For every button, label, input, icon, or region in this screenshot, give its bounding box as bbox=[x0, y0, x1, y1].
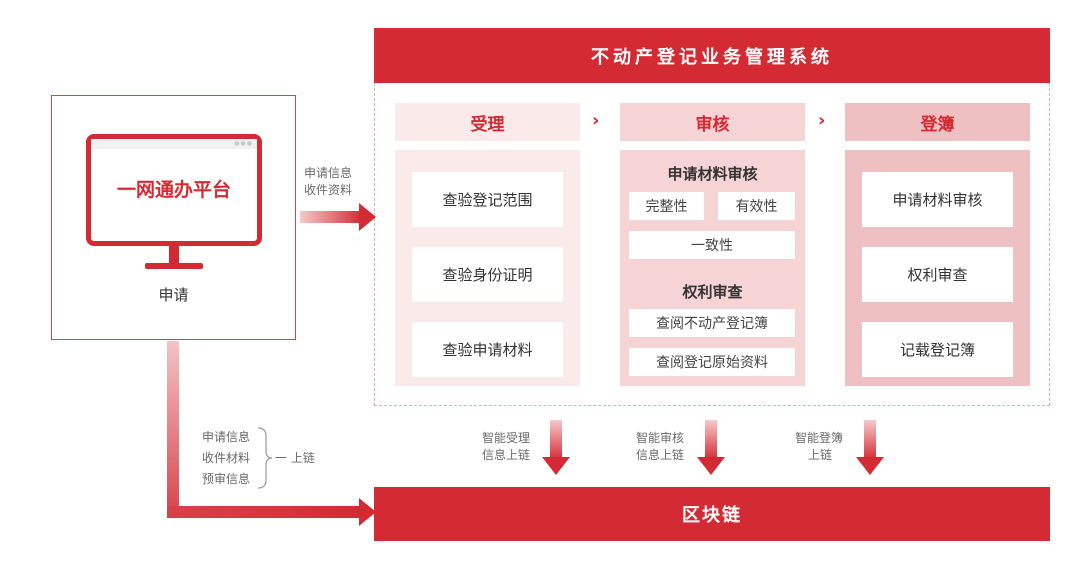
uplink-label: 智能登簿 bbox=[795, 431, 844, 445]
platform-to-system-arrow bbox=[300, 203, 376, 231]
column-head-review: 审核 bbox=[620, 103, 805, 141]
review-tag: 完整性 bbox=[629, 192, 704, 220]
uplink-label: 上链 bbox=[808, 448, 833, 462]
review-item: 查阅登记原始资料 bbox=[629, 348, 795, 376]
platform-to-blockchain-arrow bbox=[167, 341, 376, 526]
record-item: 申请材料审核 bbox=[862, 172, 1013, 227]
chain-input: 申请信息 bbox=[202, 430, 251, 444]
blockchain-bar: 区块链 bbox=[374, 487, 1050, 541]
uplink-label: 信息上链 bbox=[482, 448, 531, 462]
accept-item: 查验身份证明 bbox=[412, 247, 563, 302]
chain-input: 收件材料 bbox=[202, 451, 251, 465]
chain-input: 预审信息 bbox=[202, 472, 251, 486]
platform-title: 一网通办平台 bbox=[116, 179, 231, 201]
review-item: 查阅不动产登记簿 bbox=[629, 309, 795, 337]
uplink-arrow-accept bbox=[542, 420, 570, 475]
chevron-right-icon: › bbox=[592, 110, 600, 131]
accept-item: 查验申请材料 bbox=[412, 322, 563, 377]
column-head-record: 登簿 bbox=[845, 103, 1030, 141]
uplink-arrow-review bbox=[697, 420, 725, 475]
review-group-title: 申请材料审核 bbox=[667, 165, 758, 183]
chevron-right-icon: › bbox=[818, 110, 826, 131]
monitor-stand bbox=[169, 246, 179, 264]
monitor-base bbox=[145, 263, 203, 269]
record-item: 权利审查 bbox=[862, 247, 1013, 302]
record-item: 记载登记簿 bbox=[862, 322, 1013, 377]
uplink-label: 智能受理 bbox=[482, 431, 531, 445]
chain-inputs-label: 一 上链 bbox=[275, 451, 315, 465]
monitor-title-bar bbox=[91, 139, 257, 149]
review-group-title: 权利审查 bbox=[682, 283, 743, 301]
transfer-label-1: 申请信息 bbox=[304, 166, 353, 180]
column-panel-review bbox=[620, 150, 805, 386]
applicant-label: 申请 bbox=[158, 286, 189, 304]
transfer-label-2: 收件资料 bbox=[304, 183, 353, 197]
uplink-label: 智能审核 bbox=[636, 431, 685, 445]
column-head-accept: 受理 bbox=[395, 103, 580, 141]
uplink-arrow-record bbox=[856, 420, 884, 475]
uplink-label: 信息上链 bbox=[636, 448, 685, 462]
accept-item: 查验登记范围 bbox=[412, 172, 563, 227]
window-dots-icon: ●●● bbox=[234, 140, 253, 147]
monitor-icon: ●●● 一网通办平台 bbox=[86, 134, 262, 246]
review-tag: 一致性 bbox=[629, 231, 795, 259]
chain-inputs-brace bbox=[257, 427, 273, 489]
system-dashed-area bbox=[374, 83, 1050, 406]
system-title: 不动产登记业务管理系统 bbox=[374, 28, 1050, 83]
review-tag: 有效性 bbox=[718, 192, 795, 220]
